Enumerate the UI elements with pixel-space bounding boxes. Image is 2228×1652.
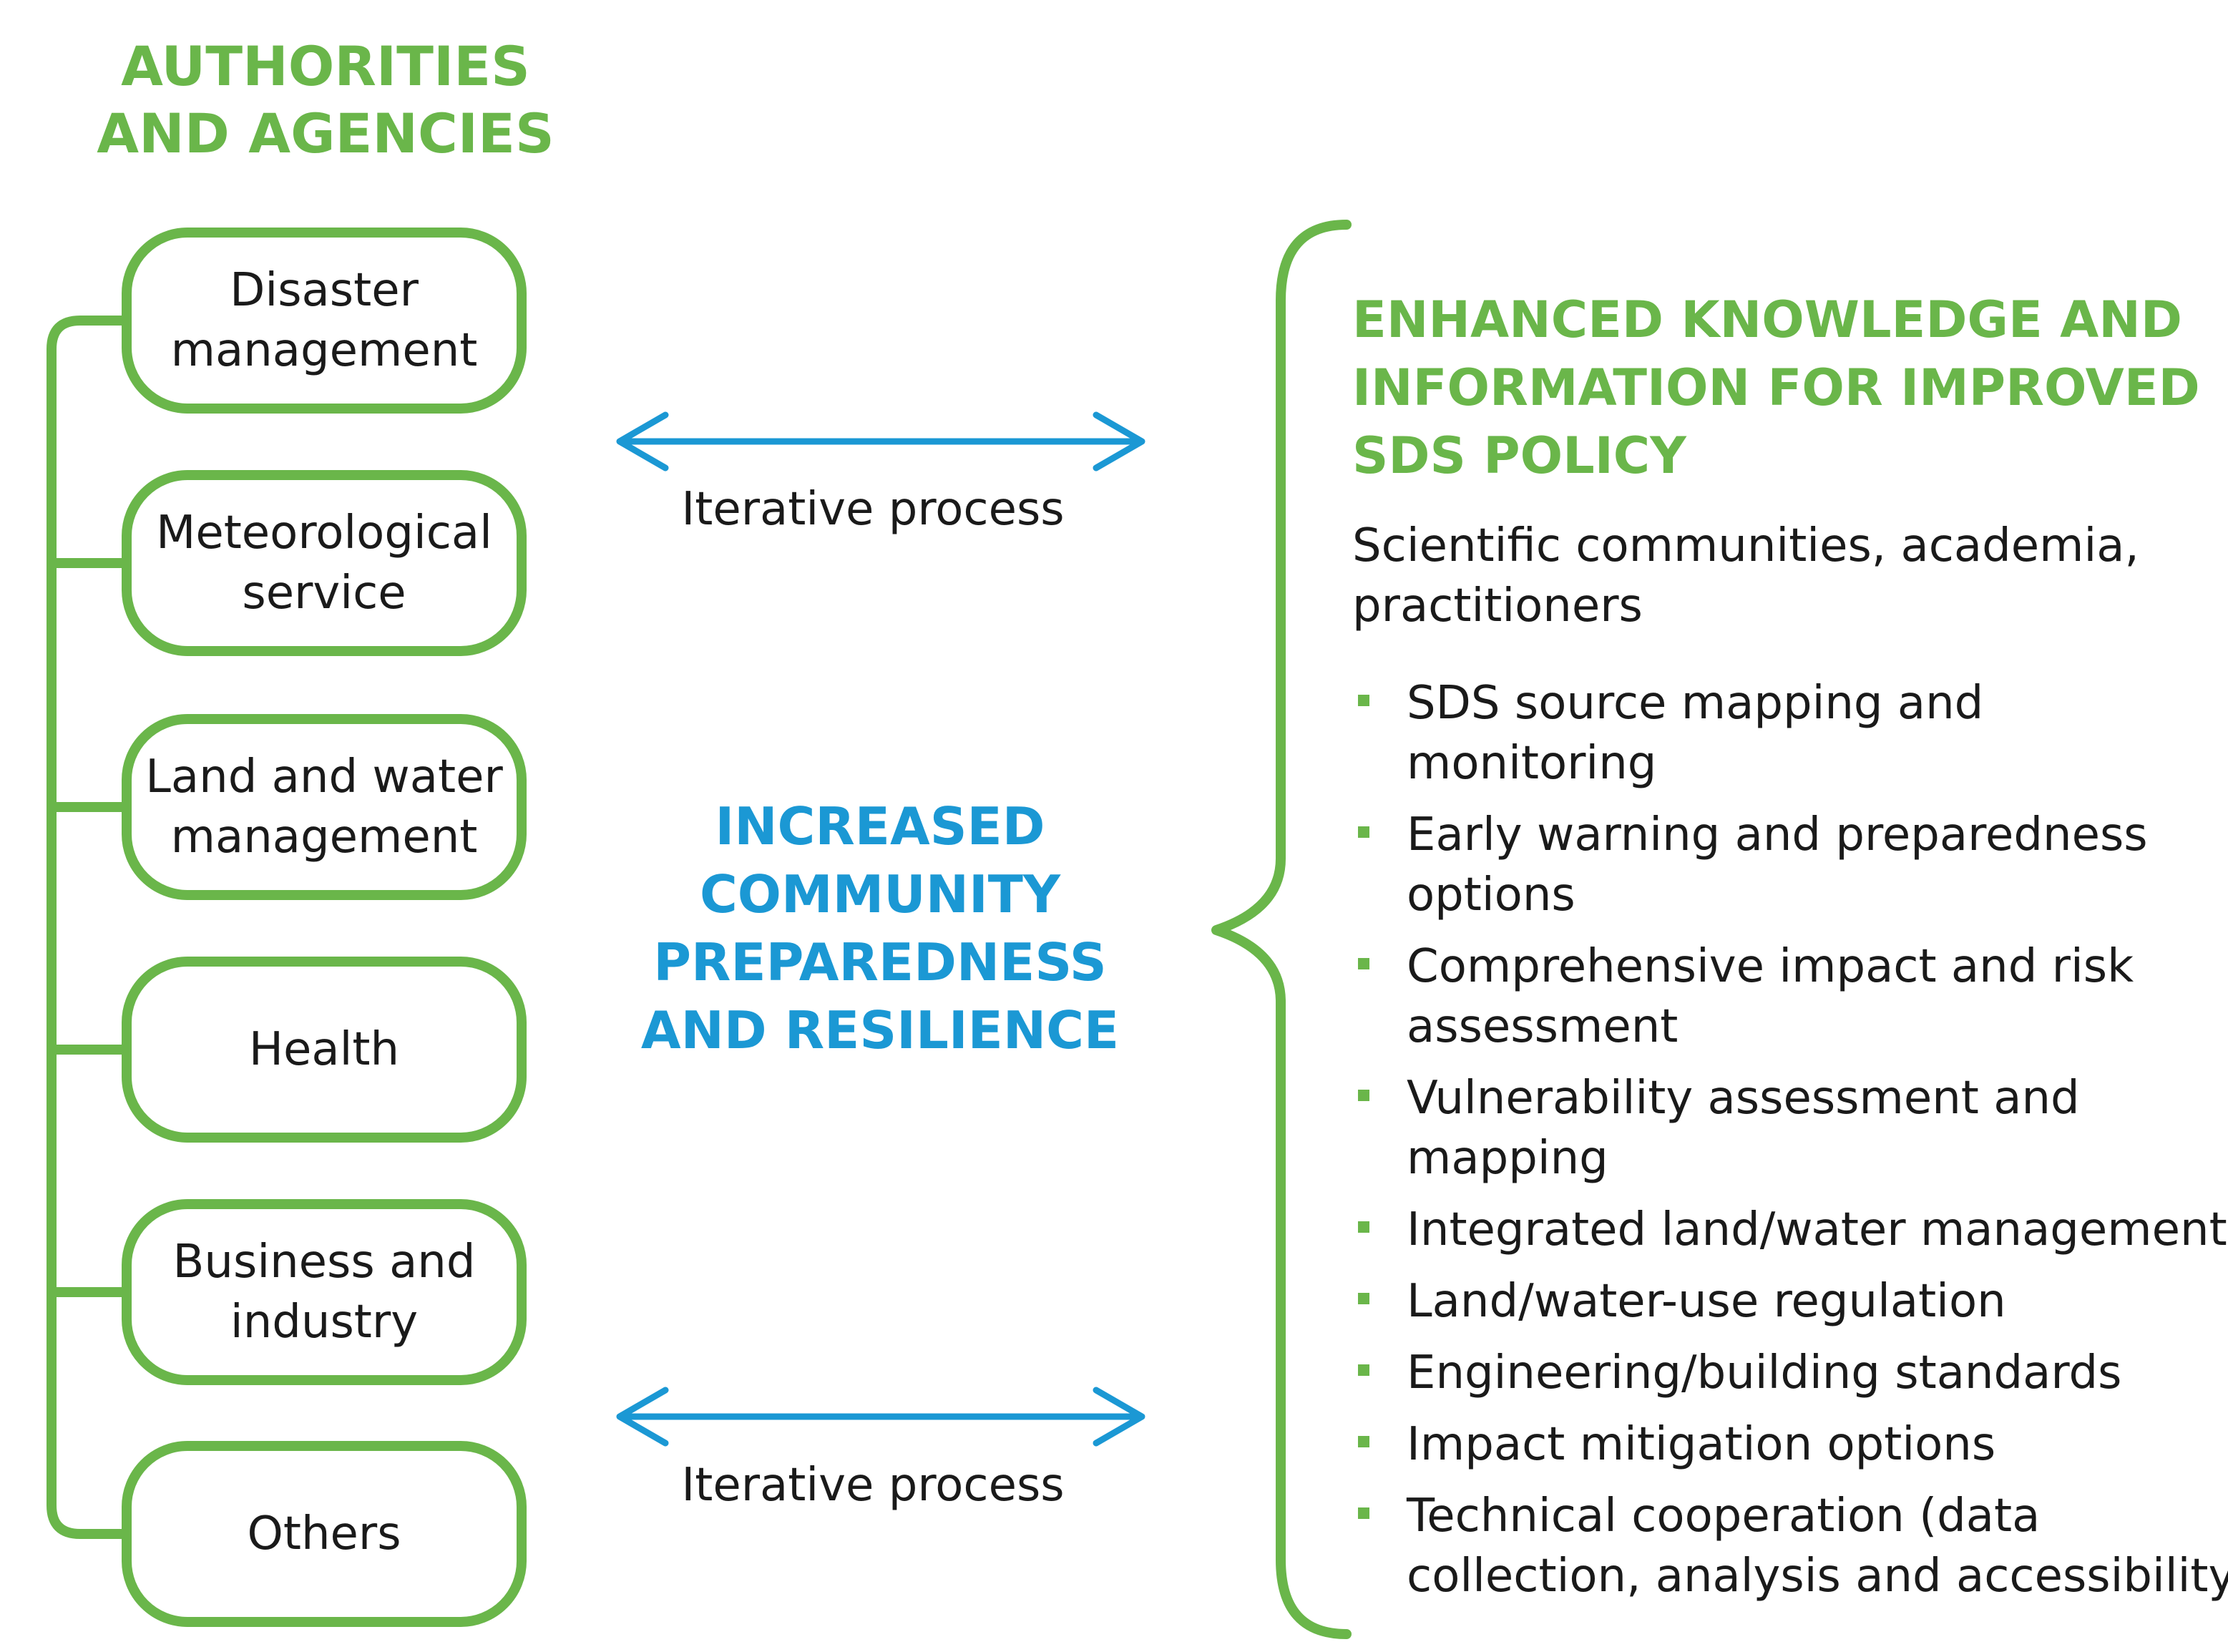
bullet-text-line: Vulnerability assessment and — [1407, 1072, 2080, 1125]
iterative-process-label-top: Iterative process — [681, 483, 1065, 536]
agency-box-meteorological-service: Meteorological service — [122, 470, 527, 656]
agency-label-line: Others — [247, 1507, 401, 1560]
bullet-text-line: Engineering/building standards — [1407, 1346, 2122, 1399]
bullet-text-line: assessment — [1407, 1000, 1679, 1053]
center-title-line: AND RESILIENCE — [640, 1000, 1120, 1060]
knowledge-subtitle-line: practitioners — [1352, 580, 1643, 632]
knowledge-panel: ENHANCED KNOWLEDGE AND INFORMATION FOR I… — [1352, 286, 2228, 1618]
bullet-square-icon — [1358, 1364, 1369, 1376]
bullet-square-icon — [1358, 826, 1369, 838]
bullet-text-line: Early warning and preparedness — [1407, 808, 2148, 861]
agency-label-line: Disaster — [230, 264, 419, 317]
knowledge-heading-line: ENHANCED KNOWLEDGE AND — [1352, 290, 2182, 349]
authorities-title: AUTHORITIES AND AGENCIES — [93, 33, 558, 167]
agency-label-line: management — [170, 324, 478, 377]
bullet-text-line: options — [1407, 869, 1575, 922]
bullet-text-line: Impact mitigation options — [1407, 1418, 1996, 1471]
bullet-text-line: Technical cooperation (data — [1407, 1490, 2041, 1543]
knowledge-subtitle: Scientific communities, academia, practi… — [1352, 516, 2211, 636]
bullet-text-line: SDS source mapping and — [1407, 677, 1984, 730]
bullet-item: SDS source mapping and monitoring — [1352, 673, 2211, 793]
bullet-square-icon — [1358, 1090, 1369, 1101]
iterative-process-label-bottom: Iterative process — [681, 1459, 1065, 1512]
agency-bracket-line — [47, 316, 127, 1539]
agency-label-line: management — [170, 811, 478, 864]
bullet-item: Early warning and preparedness options — [1352, 805, 2211, 925]
bullet-item: Comprehensive impact and risk assessment — [1352, 937, 2211, 1057]
iterative-arrow-bottom — [616, 1387, 1145, 1447]
bullet-text-line: collection, analysis and accessibility) — [1407, 1550, 2228, 1603]
bullet-text-line: Comprehensive impact and risk — [1407, 940, 2134, 993]
agency-label-line: Land and water — [145, 751, 503, 803]
knowledge-subtitle-line: Scientific communities, academia, — [1352, 519, 2139, 572]
agency-label-line: Health — [248, 1023, 400, 1076]
bullet-item: Impact mitigation options — [1352, 1414, 2211, 1475]
bullet-item: Land/water-use regulation — [1352, 1271, 2211, 1331]
agency-box-health: Health — [122, 957, 527, 1143]
knowledge-heading-line: INFORMATION FOR IMPROVED — [1352, 358, 2200, 417]
iterative-arrow-top — [616, 411, 1145, 471]
authorities-title-line: AND AGENCIES — [97, 102, 554, 165]
bullet-item: Technical cooperation (data collection, … — [1352, 1486, 2228, 1606]
center-title-line: INCREASED — [715, 796, 1045, 856]
bullet-square-icon — [1358, 1293, 1369, 1304]
knowledge-bullet-list: SDS source mapping and monitoring Early … — [1352, 673, 2228, 1606]
bullet-item: Engineering/building standards — [1352, 1343, 2211, 1403]
bullet-text-line: Integrated land/water management — [1407, 1203, 2227, 1256]
bullet-square-icon — [1358, 1221, 1369, 1233]
bullet-item: Integrated land/water management — [1352, 1200, 2227, 1260]
agency-label-line: Business and — [172, 1236, 476, 1289]
center-title-line: COMMUNITY — [699, 864, 1061, 924]
bullet-square-icon — [1358, 695, 1369, 706]
center-title: INCREASED COMMUNITY PREPAREDNESS AND RES… — [615, 793, 1145, 1065]
bullet-text-line: Land/water-use regulation — [1407, 1275, 2006, 1328]
agency-box-land-water-management: Land and water management — [122, 714, 527, 900]
bullet-item: Vulnerability assessment and mapping — [1352, 1068, 2211, 1188]
bullet-text-line: mapping — [1407, 1132, 1608, 1185]
bullet-text-line: monitoring — [1407, 737, 1657, 790]
agency-box-business-industry: Business and industry — [122, 1199, 527, 1385]
knowledge-heading: ENHANCED KNOWLEDGE AND INFORMATION FOR I… — [1352, 286, 2211, 490]
center-title-line: PREPAREDNESS — [653, 932, 1107, 992]
agency-label-line: industry — [230, 1296, 419, 1349]
agency-label-line: Meteorological — [156, 507, 492, 559]
bullet-square-icon — [1358, 958, 1369, 969]
agency-box-others: Others — [122, 1441, 527, 1627]
bullet-square-icon — [1358, 1507, 1369, 1519]
bullet-square-icon — [1358, 1436, 1369, 1447]
agency-label-line: service — [242, 567, 406, 620]
authorities-title-line: AUTHORITIES — [121, 34, 530, 98]
agency-box-disaster-management: Disaster management — [122, 228, 527, 414]
knowledge-heading-line: SDS POLICY — [1352, 426, 1686, 485]
right-curly-brace — [1211, 220, 1352, 1639]
